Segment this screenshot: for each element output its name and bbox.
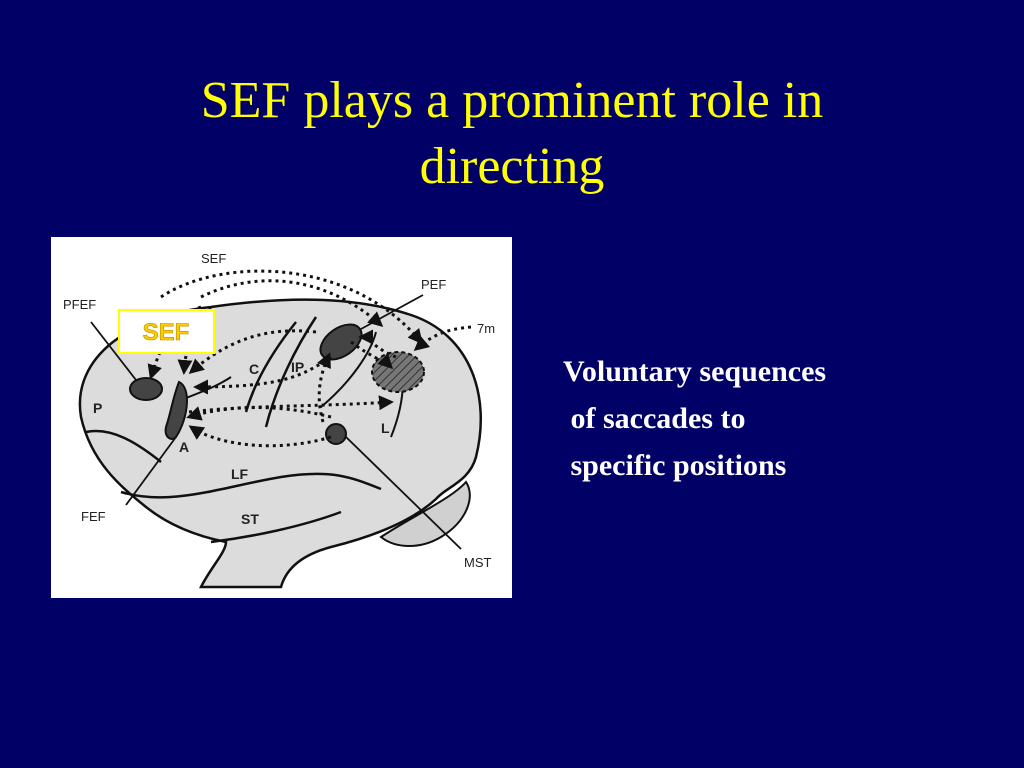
label-pfef: PFEF (63, 297, 96, 312)
label-l: L (381, 420, 390, 436)
label-pef: PEF (421, 277, 446, 292)
body-line-3: specific positions (563, 449, 787, 482)
label-mst: MST (464, 555, 492, 570)
sef-highlight-label: SEF (143, 319, 190, 346)
label-st: ST (241, 511, 259, 527)
label-p: P (93, 400, 102, 416)
m7-area (371, 351, 425, 393)
body-line-2: of saccades to (563, 402, 746, 435)
mst-area (325, 423, 347, 445)
title-line-1: SEF plays a prominent role in (200, 72, 824, 129)
pfef-area (129, 377, 163, 401)
label-a: A (179, 439, 189, 455)
label-c: C (249, 361, 259, 377)
brain-diagram: SEF SEF PFEF PEF 7m FEF MST P A C IP L L… (51, 237, 512, 598)
label-fef: FEF (81, 509, 106, 524)
slide-body: Voluntary sequences of saccades to speci… (563, 348, 826, 489)
label-sef: SEF (201, 251, 226, 266)
fef-area (164, 380, 188, 440)
sef-highlight-box (118, 309, 215, 354)
slide-title: SEF plays a prominent role in directing (60, 68, 964, 200)
label-ip: IP (291, 359, 304, 375)
label-7m: 7m (477, 321, 495, 336)
title-line-2: directing (419, 138, 605, 195)
body-line-1: Voluntary sequences (563, 355, 827, 388)
label-lf: LF (231, 466, 249, 482)
